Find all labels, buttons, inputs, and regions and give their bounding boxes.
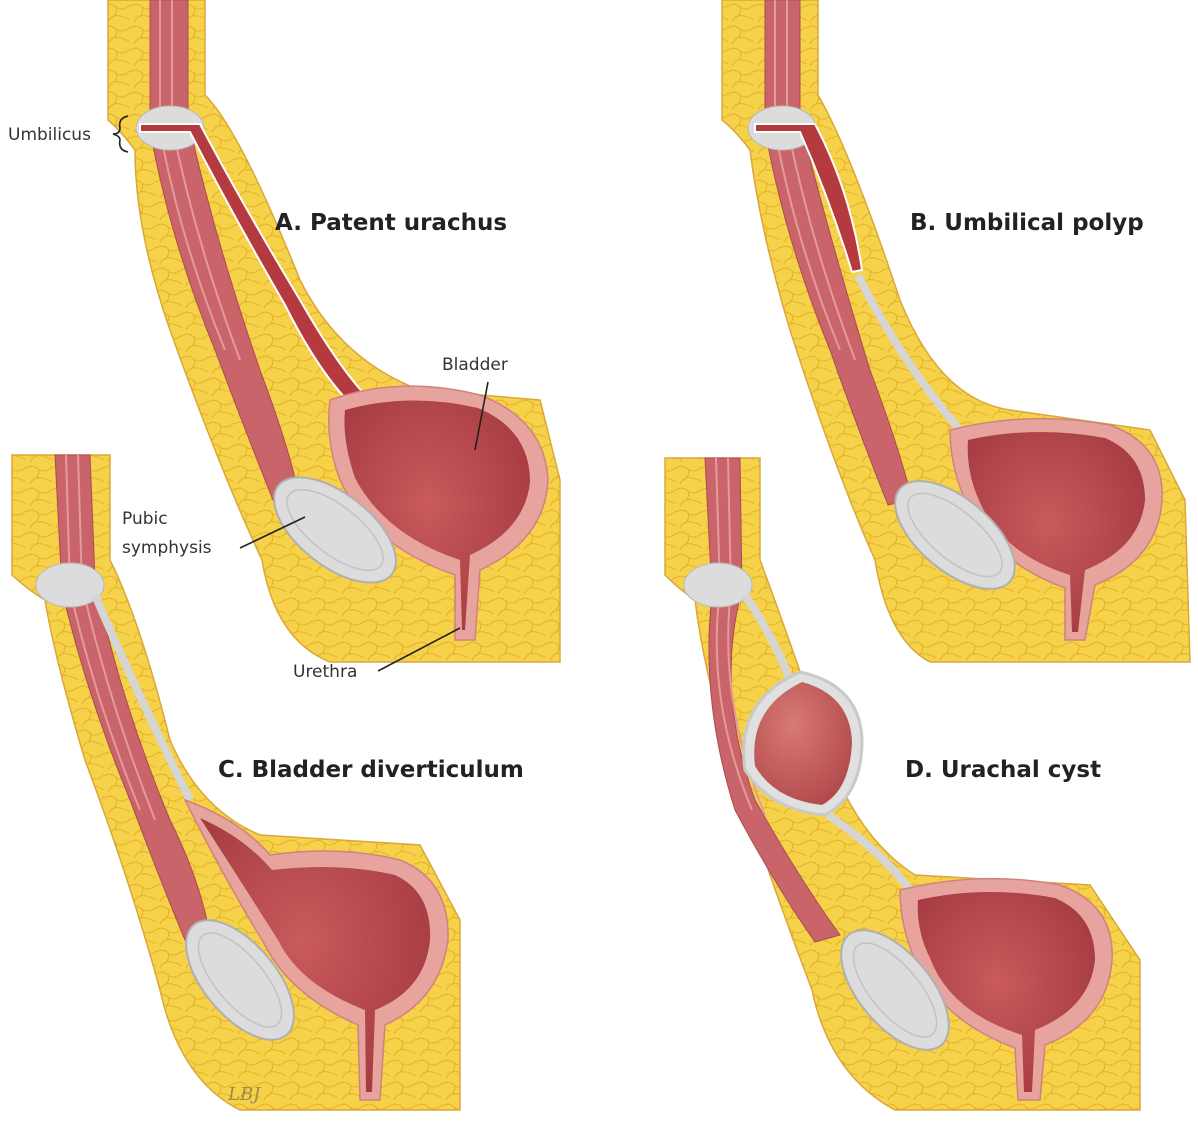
bladder-leader bbox=[474, 381, 489, 451]
pubic-label-line2: symphysis bbox=[122, 538, 212, 558]
panel-a-labels: Umbilicus Bladder Pubic symphysis Urethr… bbox=[8, 115, 508, 682]
panel-a-title: A. Patent urachus bbox=[275, 210, 507, 236]
panel-c-bladder-lumen bbox=[200, 818, 431, 1092]
urethra-leader bbox=[377, 627, 461, 672]
panel-d-pubic-symphysis bbox=[840, 929, 950, 1051]
panel-c-title: C. Bladder diverticulum bbox=[218, 757, 524, 783]
panel-c: C. Bladder diverticulum LBJ bbox=[11, 454, 524, 1111]
panel-d: D. Urachal cyst bbox=[664, 457, 1141, 1111]
panel-b-bladder-lumen bbox=[967, 431, 1145, 632]
pubic-label-line1: Pubic bbox=[122, 509, 168, 529]
panel-a-pubic-symphysis bbox=[273, 476, 397, 584]
urethra-label: Urethra bbox=[293, 662, 357, 682]
panel-a: A. Patent urachus bbox=[107, 0, 561, 663]
panel-b-pubic-symphysis bbox=[894, 480, 1016, 590]
panel-c-pubic-symphysis bbox=[185, 919, 295, 1041]
panel-c-umbilicus bbox=[35, 562, 105, 608]
umbilicus-label: Umbilicus bbox=[8, 125, 91, 145]
panel-d-urachal-cord-lower bbox=[825, 811, 914, 893]
panel-b-umbilical-polyp bbox=[754, 123, 864, 274]
panel-b: B. Umbilical polyp bbox=[721, 0, 1191, 663]
panel-d-urachal-cord-upper bbox=[741, 592, 794, 682]
panel-c-urachal-cord bbox=[91, 593, 194, 802]
umbilicus-brace bbox=[112, 115, 129, 153]
panel-d-umbilicus bbox=[683, 562, 753, 608]
pubic-leader bbox=[239, 516, 306, 549]
panel-b-title: B. Umbilical polyp bbox=[910, 210, 1144, 236]
panel-b-urachal-cord bbox=[854, 273, 964, 433]
bladder-label: Bladder bbox=[442, 355, 508, 375]
panel-d-bladder-lumen bbox=[917, 891, 1095, 1092]
panel-d-title: D. Urachal cyst bbox=[905, 757, 1101, 783]
panel-a-bladder-lumen bbox=[344, 400, 530, 630]
artist-signature: LBJ bbox=[227, 1084, 262, 1105]
